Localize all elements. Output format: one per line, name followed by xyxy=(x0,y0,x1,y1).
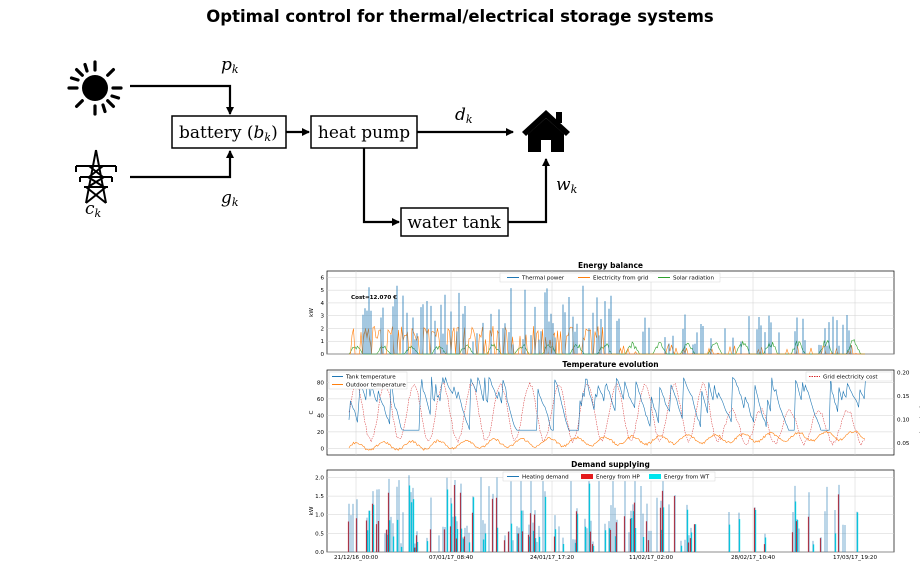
legend-label: Tank temperature xyxy=(345,375,396,381)
legend-box xyxy=(499,272,721,283)
y-tick-label: 0 xyxy=(320,446,324,452)
y-right-tick-label: 0.10 xyxy=(897,418,910,424)
chart-panel-1: Energy balance 0 1 2 3 4 5 6 kW Cost=12.070 € Ther… xyxy=(309,261,895,358)
power-pylon-icon xyxy=(75,149,117,204)
edge-heatpump-tank xyxy=(362,148,400,226)
chart-panel-2: Temperature evolution 0 20 40 60 80C 0.05 0.10 0… xyxy=(309,360,920,456)
legend-swatch xyxy=(581,474,593,479)
y-tick-label: 1 xyxy=(320,339,324,345)
series-outdoor-temperature xyxy=(348,430,866,451)
chart-title: Demand supplying xyxy=(571,460,650,469)
x-tick-label: 21/12/16_00:00 xyxy=(334,555,378,561)
battery-node: battery (bk) xyxy=(171,115,287,149)
plot-frame xyxy=(326,369,895,456)
y-tick-label: 5 xyxy=(320,288,324,294)
y-right-tick-label: 0.15 xyxy=(897,394,910,400)
water-tank-label: water tank xyxy=(407,213,501,233)
svg-text:battery (bk): battery (bk) xyxy=(179,123,278,144)
x-tick-label: 11/02/17_02:00 xyxy=(629,555,673,561)
y-tick-label: 80 xyxy=(317,380,325,386)
heat-pump-node: heat pump xyxy=(310,115,418,149)
battery-var: b xyxy=(254,123,265,143)
y-tick-label: 4 xyxy=(320,301,324,307)
cost-annotation: Cost=12.070 € xyxy=(351,295,397,301)
diagram-edges xyxy=(130,84,550,226)
legend-label: Thermal power xyxy=(521,276,565,282)
y-tick-label: 2.0 xyxy=(315,475,324,481)
edge-grid-battery xyxy=(130,150,234,179)
y-axis-label: kW xyxy=(309,506,315,515)
chart-legend: Thermal power Electricity from grid Solar … xyxy=(499,272,721,283)
x-tick-label: 24/01/17_17:20 xyxy=(530,555,574,561)
y-right-tick-label: 0.20 xyxy=(897,370,910,376)
legend-label: Outdoor temperature xyxy=(346,383,406,389)
series-thermal-power xyxy=(362,285,852,354)
y-right-tick-label: 0.05 xyxy=(897,441,910,447)
water-tank-node: water tank xyxy=(400,207,509,237)
legend-label: Energy from HP xyxy=(596,475,640,481)
edge-tank-house xyxy=(508,158,550,224)
y-right-axis-label: Cost (eur/kWh) xyxy=(918,391,920,433)
legend-box xyxy=(805,371,893,382)
plot-frame xyxy=(326,270,895,355)
charts-group: Energy balance 0 1 2 3 4 5 6 kW Cost=12.070 € Ther… xyxy=(309,261,920,561)
y-tick-label: 40 xyxy=(317,413,325,419)
y-tick-label: 1.0 xyxy=(315,513,324,519)
house-icon xyxy=(522,110,570,152)
y-tick-label: 3 xyxy=(320,314,324,320)
heat-pump-label: heat pump xyxy=(318,123,410,143)
y-tick-label: 2 xyxy=(320,326,324,332)
series-energy-from-hp xyxy=(347,485,840,552)
battery-label: battery ( xyxy=(179,123,254,143)
chart-title: Temperature evolution xyxy=(562,360,658,369)
y-tick-label: 20 xyxy=(317,430,325,436)
legend-label: Heating demand xyxy=(522,475,569,481)
legend-label: Electricity from grid xyxy=(593,276,649,282)
legend-label: Energy from WT xyxy=(664,475,710,481)
chart-legend: Heating demand Energy from HP Energy from … xyxy=(502,471,716,482)
legend-label: Solar radiation xyxy=(673,276,714,282)
edge-label-g: gk xyxy=(221,188,239,209)
y-tick-label: 0.0 xyxy=(315,550,324,556)
x-tick-label: 07/01/17_08:40 xyxy=(429,555,473,561)
series-energy-from-wt xyxy=(366,483,859,552)
edge-label-d: dk xyxy=(455,105,473,126)
edge-label-w: wk xyxy=(556,175,578,196)
x-tick-label: 28/02/17_10:40 xyxy=(731,555,775,561)
edge-sun-battery xyxy=(130,84,234,115)
legend-box xyxy=(502,471,716,482)
y-tick-label: 0.5 xyxy=(315,531,324,537)
series-heating-demand xyxy=(348,474,858,552)
battery-sub: k xyxy=(264,131,271,144)
series-tank-temperature xyxy=(348,376,866,431)
y-axis-label: C xyxy=(309,410,315,414)
legend-swatch xyxy=(649,474,661,479)
y-tick-label: 6 xyxy=(320,275,324,281)
page-title: Optimal control for thermal/electrical s… xyxy=(206,7,714,26)
y-tick-label: 1.5 xyxy=(315,494,324,500)
chart-panel-3: Demand supplying 0.0 0.5 1.0 1.5 2.0 kW 21/12/1… xyxy=(309,460,895,561)
y-axis-label: kW xyxy=(309,308,315,317)
legend-box xyxy=(328,371,408,390)
y-tick-label: 60 xyxy=(317,397,325,403)
edge-label-c: ck xyxy=(85,199,102,220)
series-grid-electricity-cost xyxy=(348,381,866,447)
edge-label-p: pk xyxy=(221,55,239,76)
x-tick-label: 17/03/17_19:20 xyxy=(833,555,877,561)
sun-icon xyxy=(67,60,123,116)
chart-legend-right: Grid electricity cost xyxy=(805,371,893,382)
y-tick-label: 0 xyxy=(320,352,324,358)
legend-label: Grid electricity cost xyxy=(823,375,878,381)
battery-close: ) xyxy=(271,123,278,143)
chart-title: Energy balance xyxy=(578,261,643,270)
